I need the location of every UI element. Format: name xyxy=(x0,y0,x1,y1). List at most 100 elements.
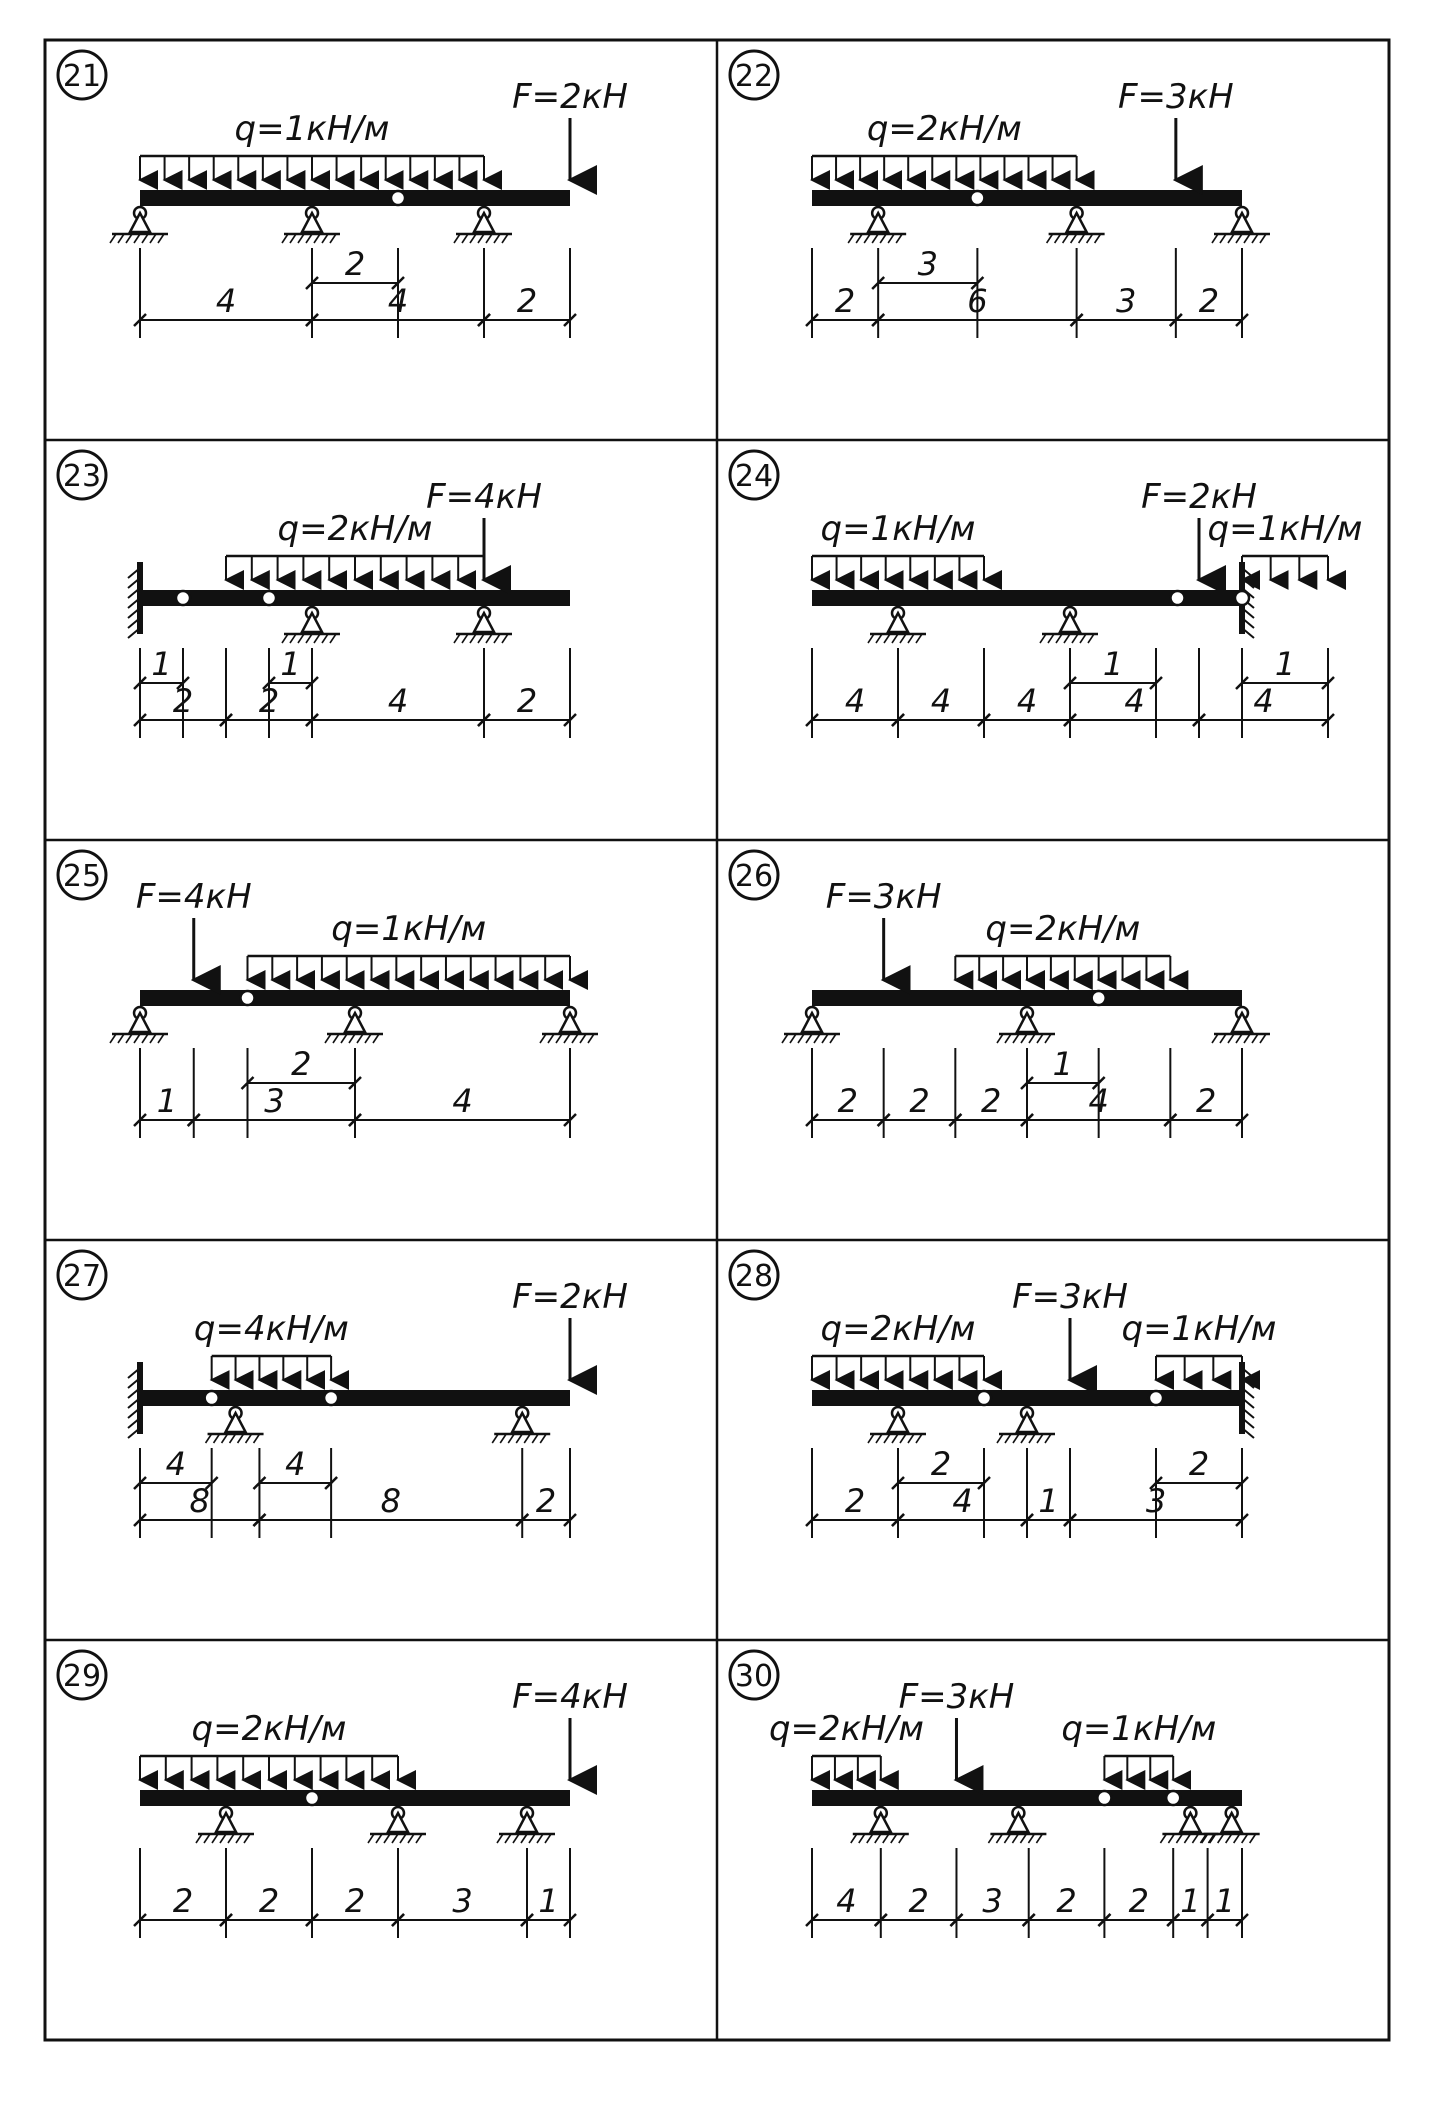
distributed-load: q=1кН/м xyxy=(810,509,1002,590)
ground-hatch xyxy=(1077,233,1086,244)
ground-hatch xyxy=(898,1833,906,1844)
distributed-load: q=2кН/м xyxy=(810,109,1095,190)
distributed-load-label: q=2кН/м xyxy=(278,509,433,549)
dimension-tick xyxy=(1021,1913,1036,1927)
problem-number-circle xyxy=(728,49,780,101)
ground-hatch xyxy=(1035,1833,1044,1844)
pin-support xyxy=(195,1805,254,1844)
ground-hatch xyxy=(375,1833,383,1844)
problem-number: 22 xyxy=(735,59,773,94)
hinge xyxy=(303,1789,321,1807)
hinge xyxy=(239,989,256,1007)
dimension: 4 xyxy=(977,682,1077,727)
hinge xyxy=(1096,1789,1113,1807)
distributed-load: q=2кН/м xyxy=(224,509,502,590)
dimension: 4 xyxy=(348,1082,577,1127)
dimension-tick xyxy=(348,1113,362,1127)
problem-number: 26 xyxy=(735,859,773,894)
support-body xyxy=(385,1810,411,1834)
dimension-label: 4 xyxy=(845,682,865,720)
roller-support xyxy=(1211,205,1270,244)
beam xyxy=(812,190,1242,206)
ground-hatch xyxy=(1053,233,1062,244)
ground-hatch xyxy=(891,633,899,644)
pin-support xyxy=(847,205,907,244)
point-force: F=4кН xyxy=(136,877,252,995)
ground-hatch xyxy=(1061,233,1070,244)
dimension: 1 xyxy=(262,645,319,690)
dimension: 3 xyxy=(871,245,985,290)
force-label: F=4кН xyxy=(136,877,252,917)
wall-hatch xyxy=(127,1397,141,1409)
wall-hatch xyxy=(127,577,141,589)
force-label: F=3кН xyxy=(899,1677,1015,1717)
hinge xyxy=(1090,989,1107,1007)
ground-hatch xyxy=(305,633,313,644)
ground-hatch xyxy=(987,1833,996,1844)
roller-support xyxy=(281,205,340,244)
support-body xyxy=(1219,1810,1244,1834)
ground-hatch xyxy=(536,1833,544,1844)
fixed-wall-left xyxy=(127,562,143,639)
hinge xyxy=(174,589,192,607)
ground-hatch xyxy=(227,1833,235,1844)
ground-hatch xyxy=(297,633,305,644)
ground-hatch xyxy=(504,1833,512,1844)
ground-hatch xyxy=(850,1833,858,1844)
ground-hatch xyxy=(499,1433,507,1444)
ground-hatch xyxy=(899,633,907,644)
ground-hatch xyxy=(1159,1833,1168,1844)
force-label: F=4кН xyxy=(426,477,542,517)
dimension-tick xyxy=(949,1913,964,1927)
distributed-load: q=1кН/м xyxy=(1208,509,1362,590)
ground-hatch xyxy=(1219,1033,1227,1044)
roller-support xyxy=(453,605,512,644)
ground-hatch xyxy=(211,1833,219,1844)
hinge xyxy=(260,589,278,607)
dimension-label: 4 xyxy=(1253,682,1273,720)
dimension: 2 xyxy=(1021,1882,1112,1927)
hinge xyxy=(975,1389,993,1407)
ground-hatch xyxy=(1044,1033,1052,1044)
support-body xyxy=(1064,210,1089,234)
dimension-tick xyxy=(252,1476,267,1490)
ground-hatch xyxy=(367,1833,375,1844)
distributed-load-label: q=2кН/м xyxy=(192,1709,347,1749)
dimension-label: 1 xyxy=(1038,1482,1058,1520)
ground-hatch xyxy=(563,1033,571,1044)
dimension-label: 1 xyxy=(1053,1045,1073,1083)
ground-hatch xyxy=(1045,233,1054,244)
ground-hatch xyxy=(252,1433,261,1444)
support-body xyxy=(471,210,497,234)
ground-hatch xyxy=(383,1833,391,1844)
distributed-load-label: q=2кН/м xyxy=(985,909,1140,949)
dimension-tick xyxy=(1020,1076,1034,1090)
dimension-label: 4 xyxy=(452,1082,472,1120)
ground-hatch xyxy=(133,1033,141,1044)
ground-hatch xyxy=(203,1833,211,1844)
roller-support xyxy=(1045,205,1105,244)
dimension: 1 xyxy=(520,1882,577,1927)
support-body xyxy=(885,610,911,634)
dimension: 4 xyxy=(805,682,905,727)
force-label: F=2кН xyxy=(1141,477,1257,517)
ground-hatch xyxy=(539,1433,547,1444)
dimension-tick xyxy=(1163,1113,1178,1127)
dimension-tick xyxy=(873,1913,888,1927)
ground-hatch xyxy=(1199,1833,1208,1844)
ground-hatch xyxy=(1003,1833,1012,1844)
dimension-label: 2 xyxy=(1199,282,1219,320)
dimension-label: 2 xyxy=(838,1082,858,1120)
dimension-label: 1 xyxy=(1103,645,1123,683)
dimension-label: 4 xyxy=(166,1445,186,1483)
ground-hatch xyxy=(1167,1833,1176,1844)
distributed-load-label: q=1кН/м xyxy=(235,109,390,149)
wall-hatch xyxy=(127,1417,141,1429)
ground-hatch xyxy=(883,1433,891,1444)
wall-hatch xyxy=(1241,1417,1255,1429)
ground-hatch xyxy=(117,233,125,244)
problem-number-circle xyxy=(56,449,108,501)
ground-hatch xyxy=(1036,1033,1044,1044)
point-force: F=2кН xyxy=(512,1277,628,1395)
problem-number-circle xyxy=(728,1249,780,1301)
